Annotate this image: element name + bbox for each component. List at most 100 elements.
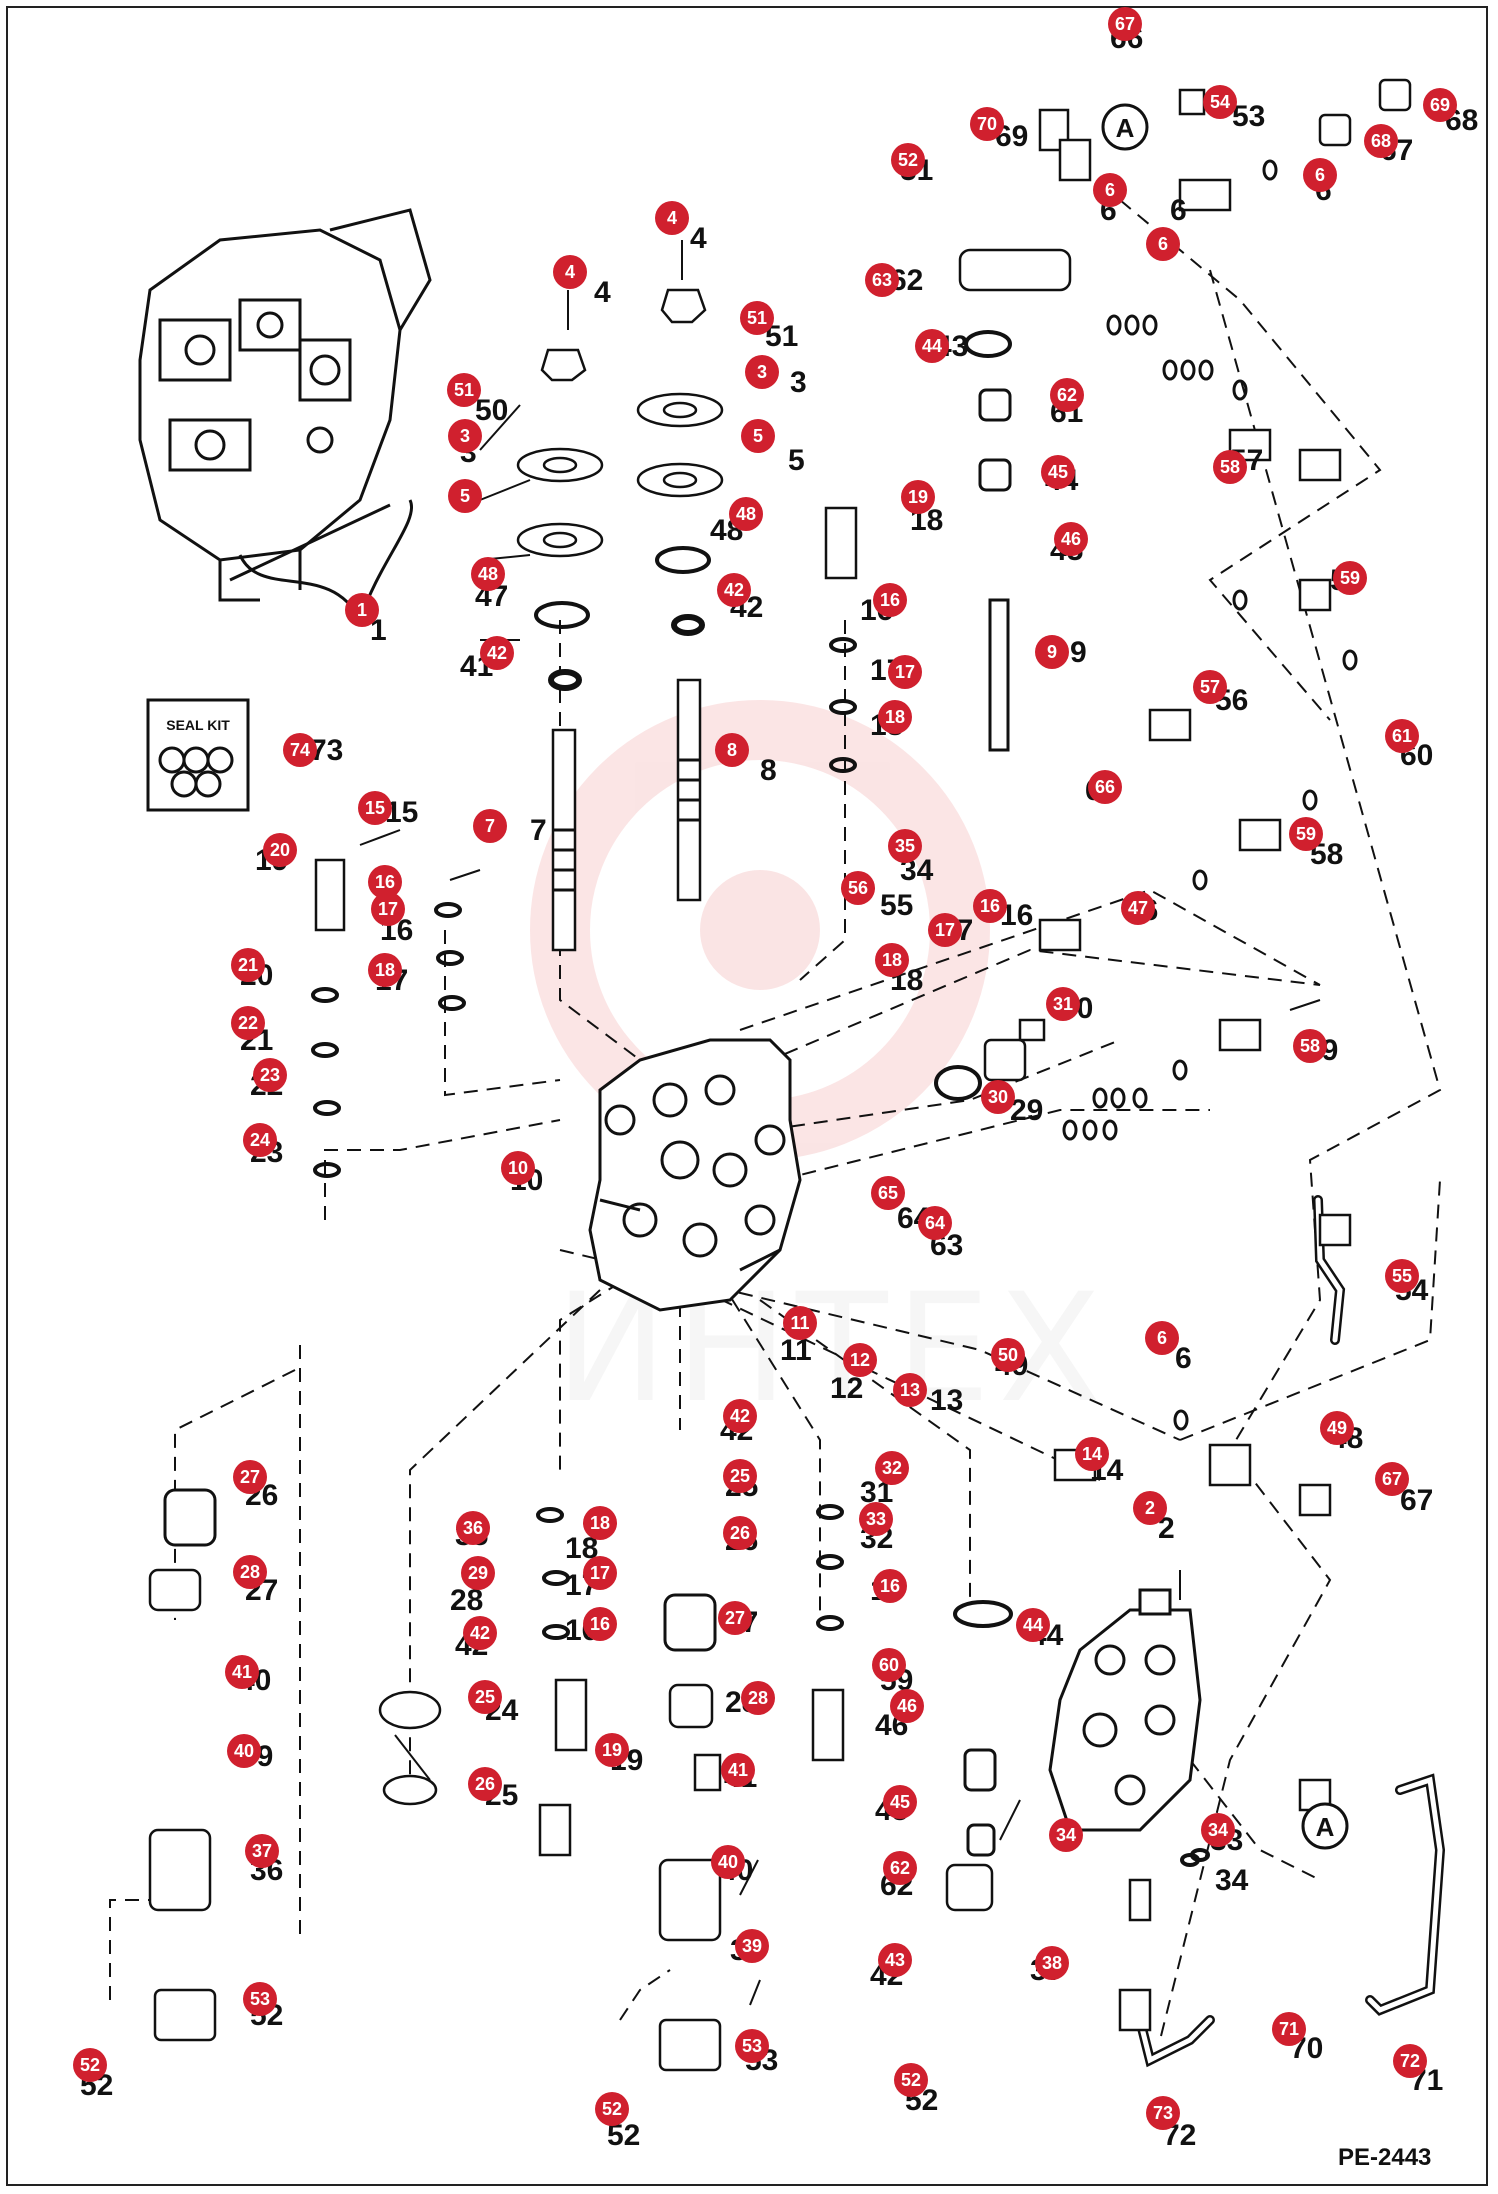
callout-marker: 57 — [1193, 670, 1227, 704]
part-number-label: 55 — [880, 889, 913, 922]
callout-circle — [448, 419, 482, 453]
callout-marker: 70 — [970, 107, 1004, 141]
callout-circle — [1385, 1259, 1419, 1293]
callout-circle — [473, 809, 507, 843]
callout-circle — [711, 1845, 745, 1879]
callout-circle — [480, 636, 514, 670]
callout-circle — [928, 913, 962, 947]
callout-circle — [1203, 85, 1237, 119]
callout-circle — [890, 1689, 924, 1723]
callout-number: 5 — [460, 486, 470, 506]
callout-number: 21 — [238, 955, 258, 975]
callout-marker: 4 — [553, 255, 587, 289]
callout-number: 56 — [848, 878, 868, 898]
callout-number: 4 — [667, 208, 677, 228]
callout-marker: 27 — [718, 1601, 752, 1635]
callout-number: 6 — [1105, 180, 1115, 200]
part-number-label: 53 — [1232, 100, 1265, 133]
figure-code: PE-2443 — [1338, 2144, 1431, 2171]
callout-number: 26 — [475, 1774, 495, 1794]
callout-number: 19 — [908, 487, 928, 507]
callout-number: 17 — [590, 1563, 610, 1583]
callout-number: 62 — [1057, 385, 1077, 405]
callout-marker: 36 — [456, 1511, 490, 1545]
callout-marker: 6 — [1093, 173, 1127, 207]
callout-number: 1 — [357, 600, 367, 620]
callout-number: 28 — [748, 1688, 768, 1708]
callout-number: 34 — [1208, 1820, 1228, 1840]
callout-circle — [368, 953, 402, 987]
callout-circle — [1375, 1462, 1409, 1496]
callout-marker: 68 — [1364, 124, 1398, 158]
callout-circle — [283, 733, 317, 767]
callout-number: 38 — [1042, 1953, 1062, 1973]
callout-number: 27 — [725, 1608, 745, 1628]
callout-number: 34 — [1056, 1825, 1076, 1845]
callout-marker: 71 — [1272, 2012, 1306, 2046]
callout-number: 48 — [736, 504, 756, 524]
callout-number: 32 — [882, 1458, 902, 1478]
callout-circle — [1146, 2096, 1180, 2130]
callout-circle — [843, 1343, 877, 1377]
callout-marker: 26 — [723, 1516, 757, 1550]
callout-circle — [741, 419, 775, 453]
callout-marker: 58 — [1213, 450, 1247, 484]
callout-circle — [245, 1834, 279, 1868]
part-number-label: 9 — [1070, 636, 1087, 669]
callout-circle — [1075, 1437, 1109, 1471]
callout-marker: 48 — [729, 497, 763, 531]
callout-circle — [918, 1206, 952, 1240]
callout-circle — [1133, 1491, 1167, 1525]
callout-marker: 22 — [231, 1006, 265, 1040]
part-number-label: 4 — [690, 222, 707, 255]
callout-marker: 17 — [888, 655, 922, 689]
valve-section-illustration — [1048, 1588, 1202, 1832]
callout-marker: 59 — [1289, 817, 1323, 851]
callout-number: 26 — [730, 1523, 750, 1543]
callout-marker: 4 — [655, 201, 689, 235]
callout-circle — [1088, 770, 1122, 804]
callout-marker: 29 — [461, 1556, 495, 1590]
callout-marker: 40 — [711, 1845, 745, 1879]
callout-circle — [883, 1785, 917, 1819]
callout-marker: 53 — [735, 2029, 769, 2063]
part-number-label: 6 — [1175, 1342, 1192, 1375]
callout-circle — [1272, 2012, 1306, 2046]
callout-number: 11 — [790, 1313, 809, 1333]
callout-circle — [1121, 891, 1155, 925]
callout-circle — [872, 1648, 906, 1682]
callout-number: 63 — [872, 270, 892, 290]
callout-number: 42 — [470, 1623, 490, 1643]
part-number-label: 34 — [1215, 1864, 1249, 1897]
callout-marker: 18 — [875, 943, 909, 977]
callout-number: 18 — [590, 1513, 610, 1533]
callout-marker: 6 — [1146, 227, 1180, 261]
callout-circle — [1289, 817, 1323, 851]
callout-marker: 64 — [918, 1206, 952, 1240]
callout-marker: 46 — [890, 1689, 924, 1723]
callout-number: 23 — [260, 1065, 280, 1085]
callout-number: 17 — [895, 662, 915, 682]
callout-circle — [468, 1767, 502, 1801]
callout-marker: 52 — [595, 2092, 629, 2126]
callout-circle — [1213, 450, 1247, 484]
callout-circle — [243, 1982, 277, 2016]
callout-marker: 6 — [1303, 158, 1337, 192]
callout-circle — [233, 1460, 267, 1494]
callout-marker: 25 — [723, 1459, 757, 1493]
callout-marker: 66 — [1088, 770, 1122, 804]
callout-number: 40 — [234, 1741, 254, 1761]
callout-marker: 17 — [928, 913, 962, 947]
callout-circle — [888, 829, 922, 863]
callout-marker: 3 — [745, 355, 779, 389]
callout-number: 10 — [508, 1158, 528, 1178]
view-marker-top-label: A — [1116, 113, 1135, 143]
callout-marker: 35 — [888, 829, 922, 863]
callout-number: 43 — [885, 1950, 905, 1970]
callout-marker: 72 — [1393, 2044, 1427, 2078]
callout-circle — [456, 1511, 490, 1545]
callout-marker: 45 — [883, 1785, 917, 1819]
callout-circle — [1050, 378, 1084, 412]
callout-marker: 39 — [735, 1929, 769, 1963]
part-number-label: 3 — [790, 366, 807, 399]
